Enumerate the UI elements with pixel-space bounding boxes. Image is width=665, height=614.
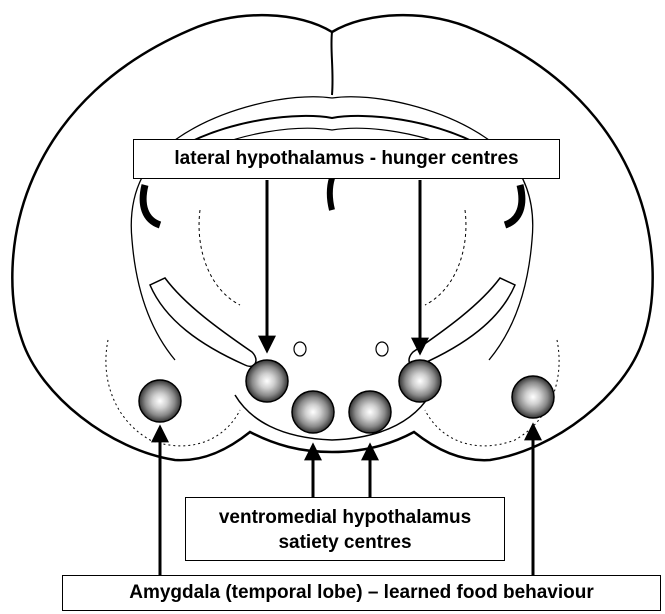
- lateral-hypothalamus-right-nucleus: [399, 360, 441, 402]
- internal-capsule-right: [409, 278, 515, 366]
- ventromedial-hypothalamus-label: ventromedial hypothalamus satiety centre…: [185, 497, 505, 561]
- amygdala-right-nucleus: [512, 376, 554, 418]
- lateral-hypothalamus-left-nucleus: [246, 360, 288, 402]
- cortex-inner-layer: [332, 97, 533, 360]
- amygdala-text: Amygdala (temporal lobe) – learned food …: [129, 582, 594, 603]
- thalamus-outline: [199, 210, 466, 305]
- lateral-ventricle-right: [505, 185, 522, 225]
- longitudinal-fissure: [331, 32, 332, 95]
- ventromedial-hypothalamus-left-nucleus: [292, 391, 334, 433]
- cortex-inner-layer: [131, 97, 332, 360]
- vmh-text-line2: satiety centres: [186, 530, 504, 555]
- lateral-ventricle-left: [143, 185, 160, 225]
- fornix-left: [294, 342, 306, 356]
- amygdala-label: Amygdala (temporal lobe) – learned food …: [62, 575, 661, 611]
- vmh-text-line1: ventromedial hypothalamus: [186, 505, 504, 530]
- lateral-hypothalamus-text: lateral hypothalamus - hunger centres: [174, 148, 518, 169]
- ventromedial-hypothalamus-right-nucleus: [349, 391, 391, 433]
- lateral-hypothalamus-label: lateral hypothalamus - hunger centres: [133, 139, 560, 179]
- internal-capsule-left: [150, 278, 256, 366]
- third-ventricle: [330, 178, 332, 210]
- fornix-right: [376, 342, 388, 356]
- amygdala-left-nucleus: [139, 380, 181, 422]
